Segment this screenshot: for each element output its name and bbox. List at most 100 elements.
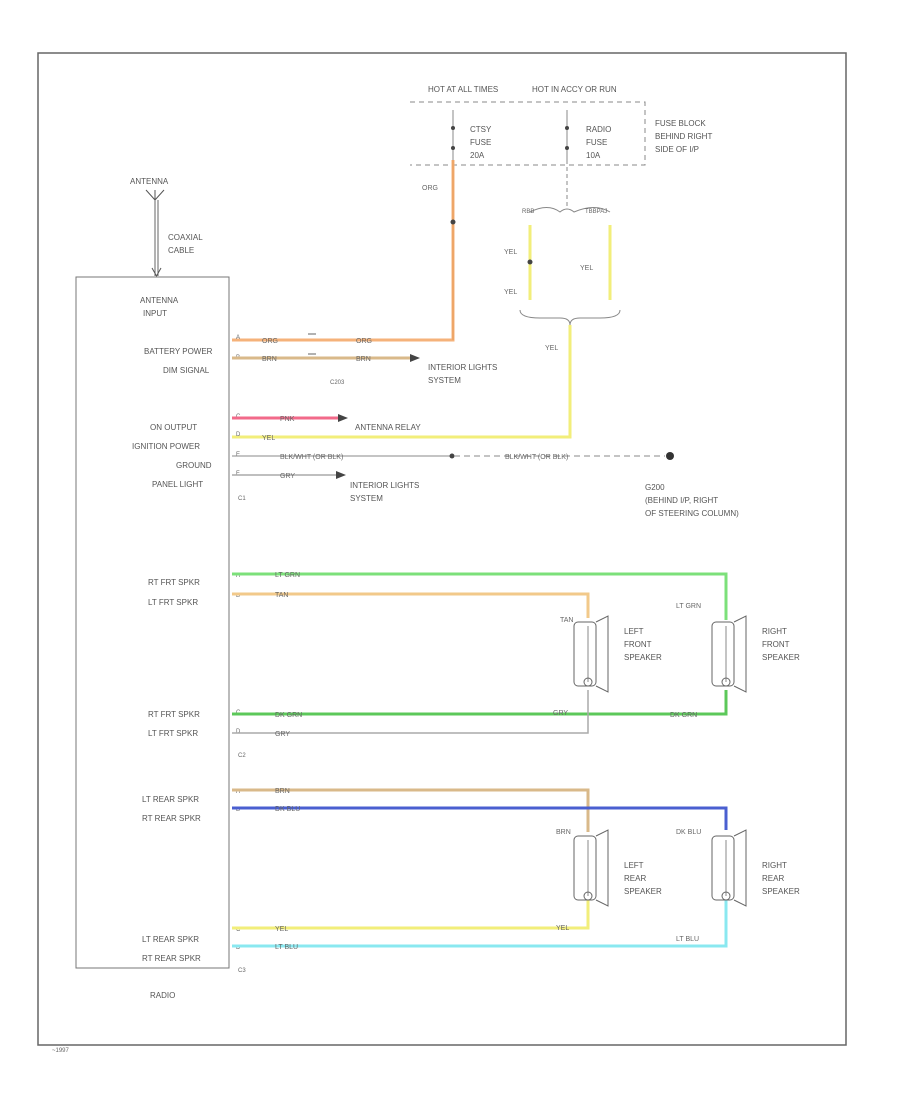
left-front-speaker-label-2: FRONT	[624, 640, 652, 649]
right-rear-speaker-label-1: RIGHT	[762, 861, 787, 870]
diagram-border	[37, 52, 847, 1046]
right-front-speaker-icon: RIGHT FRONT SPEAKER	[711, 615, 800, 693]
fuse-block: HOT AT ALL TIMES HOT IN ACCY OR RUN CTSY…	[410, 85, 712, 166]
gry-panel-wire: GRY INTERIOR LIGHTS SYSTEM	[232, 471, 419, 503]
splice-label-tbbpaj: TBBPAJ	[585, 209, 607, 215]
tan-speaker-label: TAN	[560, 617, 573, 624]
ground-location-1: G200	[645, 483, 665, 492]
yel-wire-label-ign: YEL	[262, 435, 275, 442]
right-front-speaker-label-3: SPEAKER	[762, 653, 800, 662]
connector-c1: C1	[238, 496, 246, 502]
dk-grn-wire-label: DK GRN	[275, 712, 302, 719]
dk-grn-wire-label-right: DK GRN	[670, 712, 697, 719]
yel-rear-wire-label: YEL	[275, 926, 288, 933]
fuse-block-location-2: BEHIND RIGHT	[655, 132, 712, 141]
brn-speaker-label: BRN	[556, 829, 571, 836]
right-rear-speaker-label-2: REAR	[762, 874, 784, 883]
lt-grn-wire-label: LT GRN	[275, 572, 300, 579]
antenna-relay-label: ANTENNA RELAY	[355, 423, 421, 432]
dk-blu-wire-label: DK BLU	[275, 806, 300, 813]
lt-rear-spkr-pin-a: LT REAR SPKR	[142, 795, 199, 804]
connector-c2: C2	[238, 753, 246, 759]
interior-lights-1-label: INTERIOR LIGHTS	[428, 363, 497, 372]
blk-wht-label-right: BLK/WHT (OR BLK)	[505, 454, 568, 461]
coaxial-cable-label: COAXIAL	[168, 233, 203, 242]
coaxial-cable-word: CABLE	[168, 246, 194, 255]
radio-fuse-label: RADIO	[586, 125, 611, 134]
gry-spk-wire-label: GRY	[275, 731, 290, 738]
radio-fuse-word: FUSE	[586, 138, 607, 147]
yel-rear-wire-label-right: YEL	[556, 925, 569, 932]
battery-power-pin-label: BATTERY POWER	[144, 347, 213, 356]
left-rear-speaker-icon: LEFT REAR SPEAKER	[573, 829, 662, 907]
org-wire-label-right: ORG	[356, 338, 372, 345]
svg-text:D: D	[236, 945, 241, 951]
panel-light-pin-label: PANEL LIGHT	[152, 480, 203, 489]
radio-unit: RADIO ANTENNA INPUT BATTERY POWER DIM SI…	[75, 276, 246, 1000]
antenna-input-word: INPUT	[143, 309, 167, 318]
svg-text:D: D	[236, 432, 241, 438]
hot-at-all-times-label: HOT AT ALL TIMES	[428, 85, 498, 94]
gry-spk-wire-label-right: GRY	[553, 710, 568, 717]
yel-splice-label-3: YEL	[580, 265, 593, 272]
rt-rear-spkr-pin-b: RT REAR SPKR	[142, 814, 201, 823]
corner-tag: ~1997	[52, 1048, 70, 1054]
antenna: ANTENNA COAXIAL CABLE	[130, 177, 203, 278]
ctsy-fuse-word: FUSE	[470, 138, 491, 147]
front-speaker-wiring: LT GRN TAN DK GRN DK GRN GRY GRY TAN LT …	[232, 572, 728, 738]
blk-wht-label-left: BLK/WHT (OR BLK)	[280, 454, 343, 461]
interior-lights-1-word: SYSTEM	[428, 376, 461, 385]
right-front-speaker-label-1: RIGHT	[762, 627, 787, 636]
left-rear-speaker-label-2: REAR	[624, 874, 646, 883]
svg-text:B: B	[236, 807, 240, 813]
svg-text:D: D	[236, 729, 241, 735]
pnk-wire-label: PNK	[280, 416, 295, 423]
rt-frt-spkr-pin-a: RT FRT SPKR	[148, 578, 200, 587]
radio-fuse-rating: 10A	[586, 151, 601, 160]
svg-text:C: C	[236, 927, 241, 933]
lt-frt-spkr-pin-d: LT FRT SPKR	[148, 729, 198, 738]
fuse-block-location-3: SIDE OF I/P	[655, 145, 699, 154]
ground-location-3: OF STEERING COLUMN)	[645, 509, 739, 518]
brn-rear-wire-label: BRN	[275, 788, 290, 795]
org-wire: ORG ORG ORG	[232, 160, 456, 345]
left-front-speaker-icon: LEFT FRONT SPEAKER	[573, 615, 662, 693]
yel-splice-label-2: YEL	[504, 289, 517, 296]
rt-frt-spkr-pin-c: RT FRT SPKR	[148, 710, 200, 719]
ctsy-fuse-rating: 20A	[470, 151, 485, 160]
connector-c3: C3	[238, 968, 246, 974]
lt-grn-speaker-label: LT GRN	[676, 603, 701, 610]
ign-splice: RBB TBBPAJ YEL YEL YEL YEL YEL	[232, 160, 621, 442]
lt-blu-wire-label: LT BLU	[275, 944, 298, 951]
tan-wire-label: TAN	[275, 592, 288, 599]
left-rear-speaker-label-1: LEFT	[624, 861, 644, 870]
left-front-speaker-label-3: SPEAKER	[624, 653, 662, 662]
brn-wire-label-left: BRN	[262, 356, 277, 363]
interior-lights-2-word: SYSTEM	[350, 494, 383, 503]
org-wire-label-left: ORG	[262, 338, 278, 345]
svg-text:A: A	[236, 789, 240, 795]
hot-in-acc-run-label: HOT IN ACCY OR RUN	[532, 85, 617, 94]
lt-rear-spkr-pin-c: LT REAR SPKR	[142, 935, 199, 944]
fuse-block-location-1: FUSE BLOCK	[655, 119, 706, 128]
svg-text:A: A	[236, 335, 240, 341]
ctsy-fuse-label: CTSY	[470, 125, 492, 134]
lt-frt-spkr-pin-b: LT FRT SPKR	[148, 598, 198, 607]
pnk-wire: PNK ANTENNA RELAY	[232, 414, 421, 432]
svg-text:A: A	[236, 573, 240, 579]
antenna-input-label: ANTENNA	[140, 296, 179, 305]
right-front-speaker-label-2: FRONT	[762, 640, 790, 649]
yel-wire-label-vertical: YEL	[545, 345, 558, 352]
splice-label-rbb: RBB	[522, 209, 534, 215]
ground-pin-label: GROUND	[176, 461, 212, 470]
left-front-speaker-label-1: LEFT	[624, 627, 644, 636]
radio-label: RADIO	[150, 991, 175, 1000]
c3-pin-letters: A B C D	[236, 789, 241, 951]
svg-text:B: B	[236, 593, 240, 599]
gry-panel-wire-label: GRY	[280, 473, 295, 480]
rt-rear-spkr-pin-d: RT REAR SPKR	[142, 954, 201, 963]
right-rear-speaker-icon: RIGHT REAR SPEAKER	[711, 829, 800, 907]
brn-dim-wire: BRN BRN INTERIOR LIGHTS SYSTEM C203	[232, 333, 497, 386]
org-wire-label-top: ORG	[422, 185, 438, 192]
